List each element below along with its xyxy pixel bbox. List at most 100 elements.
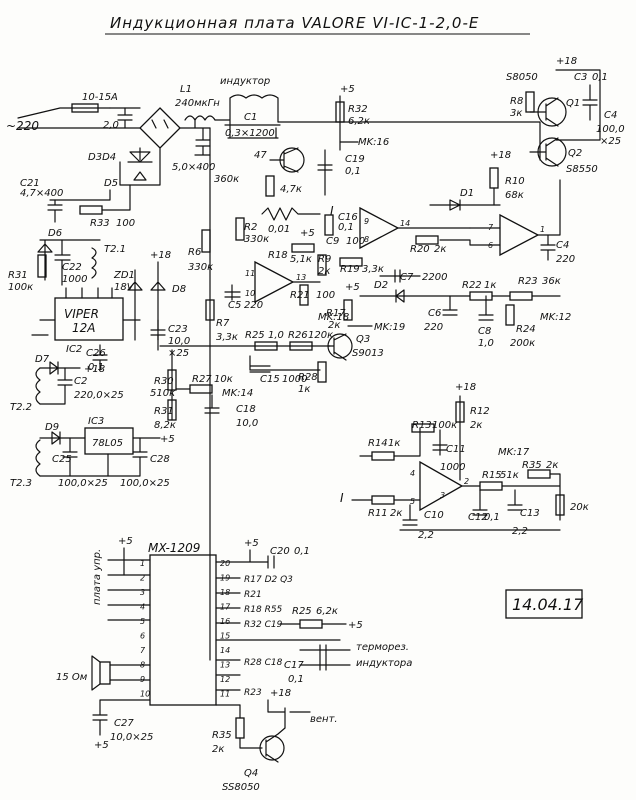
r31-ref: R31 xyxy=(8,270,28,281)
mcu-pin-right: 15 xyxy=(220,632,230,641)
cap-c7 xyxy=(379,269,421,283)
c4-ref: C4 xyxy=(604,110,617,121)
r47k: 4,7к xyxy=(280,184,302,195)
d9-ref: D9 xyxy=(45,422,59,433)
thermistor-wires xyxy=(299,644,351,671)
c4-value: 100,0 xyxy=(596,124,625,135)
resistor-r9 xyxy=(317,254,327,276)
r20-value: 2к xyxy=(434,244,446,255)
title: Индукционная плата VALORE VI-IC-1-2,0-E xyxy=(110,14,479,32)
pin19-target: R17 D2 Q3 xyxy=(244,575,293,585)
r15-value: 51к xyxy=(500,470,519,481)
c7-ref: C7 xyxy=(400,272,414,283)
r10-18v: +18 xyxy=(490,150,511,161)
mcu-pin-right: 12 xyxy=(220,675,230,684)
c2-ref: C2 xyxy=(74,376,87,387)
mk17: MK:17 xyxy=(498,447,530,458)
cap-c5 xyxy=(224,284,241,301)
c12-value: 0,1 xyxy=(484,512,500,523)
c23-value: 10,0 xyxy=(168,336,190,347)
r24-ref: R24 xyxy=(516,324,536,335)
resistor-r11 xyxy=(371,495,395,505)
diode-d5 xyxy=(133,171,147,181)
q4-type: SS8050 xyxy=(222,782,260,793)
c10-ref: C10 xyxy=(424,510,444,521)
mcu-5v-right: +5 xyxy=(244,538,259,549)
comparator-a xyxy=(359,206,400,250)
resistor-r19 xyxy=(339,257,363,267)
q1-type: S8050 xyxy=(506,72,538,83)
r25-value: 1,0 xyxy=(268,330,284,341)
comp-a-pin8: 8 xyxy=(364,235,369,244)
d2-ref: D2 xyxy=(374,280,388,291)
transformer-t22 xyxy=(35,367,41,405)
resistor-r17 xyxy=(343,299,353,321)
transistor-q3-leads xyxy=(327,333,347,361)
resistor-r31 xyxy=(37,254,47,278)
speaker-wires xyxy=(109,664,151,681)
r14-value: 1к xyxy=(388,438,400,449)
t23-ref: T2.3 xyxy=(10,478,32,489)
fuse-label: 10-15A xyxy=(82,92,118,103)
c7-value: 2200 xyxy=(422,272,447,283)
pin16-target: R32 C19 xyxy=(244,620,283,630)
r11-value: 2к xyxy=(390,508,402,519)
resistor-r31b xyxy=(167,399,177,421)
d1-ref: D1 xyxy=(460,188,474,199)
r32-value: 6,2к xyxy=(348,116,370,127)
fan-18v: +18 xyxy=(270,688,291,699)
c9-value: 100 xyxy=(346,236,365,247)
r8-ref: R8 xyxy=(510,96,523,107)
c20-ref: C20 xyxy=(270,546,290,557)
resistor-r10 xyxy=(489,167,499,189)
ic3-ref: IC3 xyxy=(88,416,104,427)
mcu-pin-right: 16 xyxy=(220,617,230,626)
amp-pin4: 4 xyxy=(410,469,415,478)
r13-ref: R13 xyxy=(412,420,432,431)
cap-c8 xyxy=(478,295,494,321)
q2-type: S8550 xyxy=(566,164,598,175)
c21-wire xyxy=(49,189,111,201)
resistor-r24 xyxy=(505,304,515,326)
cap-c20 xyxy=(267,555,275,569)
r25b-value: 6,2к xyxy=(316,606,338,617)
q4-ref: Q4 xyxy=(244,768,258,779)
c15-ref: C15 xyxy=(260,374,280,385)
q1-ref: Q1 xyxy=(566,98,580,109)
d8-ref: D8 xyxy=(172,284,186,295)
comp-b-inputs xyxy=(439,227,501,246)
c23-extra: ×25 xyxy=(168,348,189,359)
r22-ref: R22 xyxy=(462,280,482,291)
resistor-r28 xyxy=(317,361,327,383)
current-I: I xyxy=(330,204,334,218)
r9-value: 2к xyxy=(318,266,330,277)
resistor-r22 xyxy=(469,291,493,301)
transistor-q1-leads xyxy=(529,97,559,127)
amp-current-I: I xyxy=(340,491,344,505)
mcu-pin-right: 13 xyxy=(220,661,230,670)
pin17-target: R18 R55 xyxy=(244,605,283,615)
out-18v: +18 xyxy=(556,56,577,67)
d7-ref: D7 xyxy=(35,354,50,365)
r21-value: 100 xyxy=(316,290,335,301)
c23-ref: C23 xyxy=(168,324,188,335)
diode-d3 xyxy=(129,147,151,163)
comp-b-pin1: 1 xyxy=(540,225,545,234)
t22-ref: T2.2 xyxy=(10,402,32,413)
r9-ref: R9 xyxy=(318,254,331,265)
c4b-ref: C4 xyxy=(556,240,569,251)
r18-value: 5,1к xyxy=(290,254,312,265)
diode-d5-label: D5 xyxy=(104,178,118,189)
zd1-value: 18V xyxy=(114,282,135,293)
mcu-pin-left: 10 xyxy=(140,690,150,699)
c22-ref: C22 xyxy=(62,262,82,273)
bridge-diodes xyxy=(151,119,169,129)
c12-ref: C12 xyxy=(468,512,488,523)
r14-ref: R14 xyxy=(368,438,388,449)
comp-a-pin9: 9 xyxy=(364,217,369,226)
r33-value: 100 xyxy=(116,218,135,229)
r22-value: 1к xyxy=(484,280,496,291)
r35b-wire xyxy=(239,704,263,749)
r32-5v: +5 xyxy=(340,84,355,95)
